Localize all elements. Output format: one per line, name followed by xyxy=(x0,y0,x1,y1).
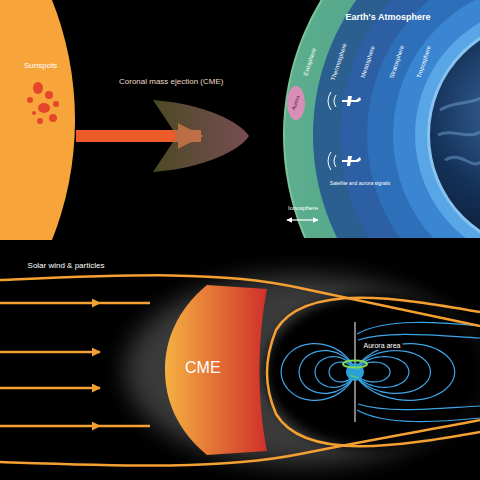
panel-title: Earth's Atmosphere xyxy=(346,13,431,23)
ionosphere-name: Ionosphere xyxy=(288,205,318,212)
aurora-area-name: Aurora area xyxy=(362,342,403,350)
aurora-patch xyxy=(287,86,305,120)
solar-wind-arrows xyxy=(0,303,150,426)
cme-cloud-shape xyxy=(215,100,250,172)
field-line xyxy=(357,344,455,401)
field-lines xyxy=(281,344,455,401)
earth-small xyxy=(346,363,364,381)
sunspot xyxy=(53,101,59,107)
node-text: CME xyxy=(185,359,221,377)
sunspot xyxy=(37,118,43,124)
field-tail xyxy=(357,322,480,421)
magnetopause xyxy=(267,298,480,447)
sun-body-shape xyxy=(0,0,76,240)
signal-symbols xyxy=(342,96,361,166)
sunspot xyxy=(33,82,43,94)
cme-front: CME xyxy=(165,285,270,455)
field-line xyxy=(356,351,430,394)
sun-body: Sunspots xyxy=(0,0,76,240)
ionosphere-arrow xyxy=(287,219,318,220)
sunspot xyxy=(45,91,53,99)
atmosphere-layers xyxy=(283,0,480,238)
sunspot xyxy=(49,114,57,122)
sunspot xyxy=(38,103,50,113)
field-line xyxy=(281,344,354,401)
node-text: Coronal mass ejection (CME) xyxy=(119,78,223,87)
cme-cloud: Coronal mass ejection (CME) xyxy=(215,100,250,172)
sunspot xyxy=(27,97,33,103)
earth xyxy=(430,20,480,238)
aurora-ring xyxy=(343,361,367,368)
signal-waves xyxy=(328,92,336,170)
signal-note: Satellite and aurora signals xyxy=(330,181,390,187)
wind-title: Solar wind & particles xyxy=(28,262,105,271)
node-text: Sunspots xyxy=(24,62,57,71)
sunspot xyxy=(32,111,36,115)
